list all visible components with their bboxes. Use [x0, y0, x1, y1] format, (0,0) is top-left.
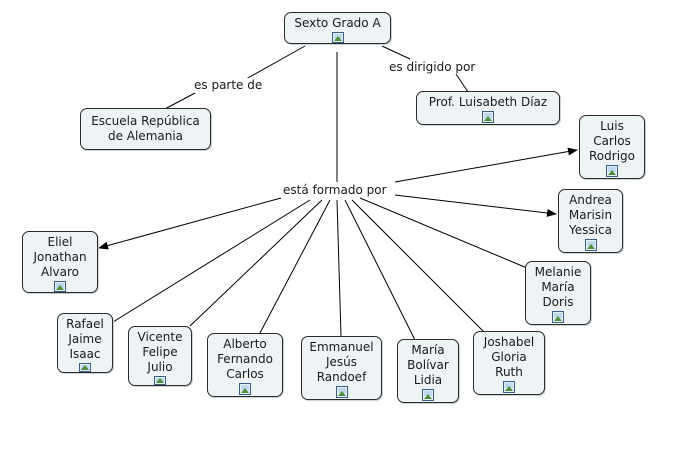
image-icon[interactable]	[154, 376, 166, 385]
image-icon[interactable]	[54, 281, 66, 292]
edge-to-vicente	[189, 199, 323, 327]
link-es-parte-de: es parte de	[192, 78, 265, 92]
image-icon[interactable]	[422, 389, 434, 401]
edge-to-eliel	[98, 197, 282, 250]
node-label: Vicente Felipe Julio	[137, 330, 183, 374]
image-icon[interactable]	[79, 363, 91, 372]
image-icon[interactable]	[503, 381, 515, 393]
edge-to-rafael	[112, 199, 311, 323]
link-es-dirigido-por: es dirigido por	[387, 60, 478, 74]
edge-to-emmanuel	[336, 199, 342, 337]
node-label: Alberto Fernando Carlos	[217, 337, 273, 381]
node-label: Luis Carlos Rodrigo	[589, 119, 635, 163]
node-label: Escuela República de Alemania	[91, 114, 200, 143]
image-icon[interactable]	[482, 111, 494, 123]
node-rafael[interactable]: Rafael Jaime Isaac	[57, 313, 113, 373]
node-label: Emmanuel Jesús Randoef	[309, 340, 374, 384]
node-luis[interactable]: Luis Carlos Rodrigo	[579, 115, 645, 179]
edge-es-dirigido-por-to-prof	[455, 73, 469, 93]
node-label: Joshabel Gloria Ruth	[483, 335, 535, 379]
node-label: Melanie María Doris	[534, 265, 582, 309]
node-melanie[interactable]: Melanie María Doris	[525, 261, 591, 325]
edge-to-luis	[394, 147, 578, 183]
node-joshabel[interactable]: Joshabel Gloria Ruth	[473, 331, 545, 395]
edge-to-andrea	[394, 194, 557, 217]
node-label: Eliel Jonathan Alvaro	[33, 235, 87, 279]
node-label: María Bolívar Lidia	[407, 343, 449, 387]
image-icon[interactable]	[584, 239, 597, 251]
node-sexto-grado-a[interactable]: Sexto Grado A	[284, 12, 391, 44]
image-icon[interactable]	[331, 32, 344, 43]
edge-sexto-to-es-parte-de	[245, 45, 306, 80]
node-label: Andrea Marisin Yessica	[568, 193, 613, 237]
node-label: Sexto Grado A	[294, 16, 381, 30]
node-label: Rafael Jaime Isaac	[66, 317, 104, 361]
edge-to-melanie	[359, 197, 528, 269]
edge-to-maria	[344, 199, 416, 341]
node-alberto[interactable]: Alberto Fernando Carlos	[207, 333, 283, 397]
node-emmanuel[interactable]: Emmanuel Jesús Randoef	[301, 336, 382, 400]
node-eliel[interactable]: Eliel Jonathan Alvaro	[22, 231, 98, 293]
edge-es-parte-de-to-escuela	[162, 92, 196, 111]
node-prof[interactable]: Prof. Luisabeth Díaz	[416, 91, 560, 125]
image-icon[interactable]	[552, 311, 564, 323]
node-escuela[interactable]: Escuela República de Alemania	[80, 108, 211, 150]
image-icon[interactable]	[239, 383, 251, 395]
image-icon[interactable]	[606, 165, 618, 177]
node-andrea[interactable]: Andrea Marisin Yessica	[558, 189, 623, 253]
node-vicente[interactable]: Vicente Felipe Julio	[128, 326, 192, 386]
node-maria[interactable]: María Bolívar Lidia	[397, 339, 459, 403]
edge-to-alberto	[259, 199, 331, 334]
link-esta-formado-por: está formado por	[281, 183, 389, 197]
edge-to-joshabel	[351, 199, 485, 333]
edge-sexto-to-es-dirigido-por	[381, 45, 411, 60]
image-icon[interactable]	[335, 386, 348, 398]
node-label: Prof. Luisabeth Díaz	[428, 95, 548, 109]
